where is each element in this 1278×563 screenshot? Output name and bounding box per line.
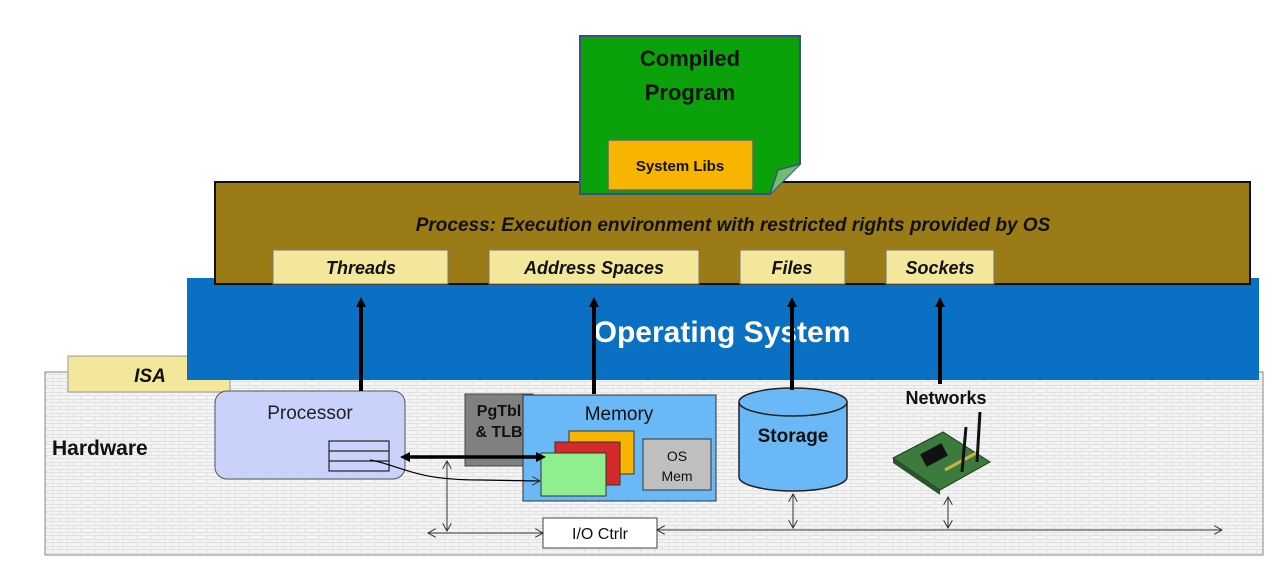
os-mem-box <box>642 438 712 491</box>
storage-label: Storage <box>758 426 829 447</box>
tab-files-label: Files <box>771 258 812 278</box>
process-title: Process: Execution environment with rest… <box>416 215 1051 236</box>
tab-threads-label: Threads <box>326 258 396 278</box>
system-libs-box <box>607 139 754 191</box>
pgtbl-label-line1: PgTbl <box>477 403 521 420</box>
compiled-program-document: Compiled Program System Libs <box>579 35 801 195</box>
network-card-icon <box>892 411 991 495</box>
io-ctrl-box <box>542 517 658 549</box>
compiled-program-title-line1: Compiled <box>640 46 740 71</box>
operating-system-band <box>187 278 1259 380</box>
storage-cylinder <box>738 387 848 492</box>
process-tab-address-spaces: Address Spaces <box>488 249 700 285</box>
hardware-label: Hardware <box>52 437 148 460</box>
os-mem-label-line1: OS <box>667 448 687 464</box>
system-libs-label: System Libs <box>636 158 724 175</box>
operating-system-label: Operating System <box>594 316 851 349</box>
process-tab-threads: Threads <box>272 249 449 285</box>
networks-label: Networks <box>905 388 986 408</box>
isa-label: ISA <box>134 366 166 387</box>
os-mem-label-line2: Mem <box>661 468 692 484</box>
pgtbl-label-line2: & TLB <box>475 424 522 441</box>
tab-address-spaces-label: Address Spaces <box>523 258 664 278</box>
process-tab-files: Files <box>739 249 846 285</box>
processor-label: Processor <box>267 403 353 424</box>
process-tab-sockets: Sockets <box>885 249 995 285</box>
memory-label: Memory <box>585 404 654 425</box>
tab-sockets-label: Sockets <box>905 258 974 278</box>
memory-page-green <box>540 452 607 497</box>
register-file-icon <box>328 440 390 472</box>
register-to-memory-curve <box>369 459 540 481</box>
compiled-program-title-line2: Program <box>645 80 735 105</box>
io-ctrl-label: I/O Ctrlr <box>572 526 629 543</box>
